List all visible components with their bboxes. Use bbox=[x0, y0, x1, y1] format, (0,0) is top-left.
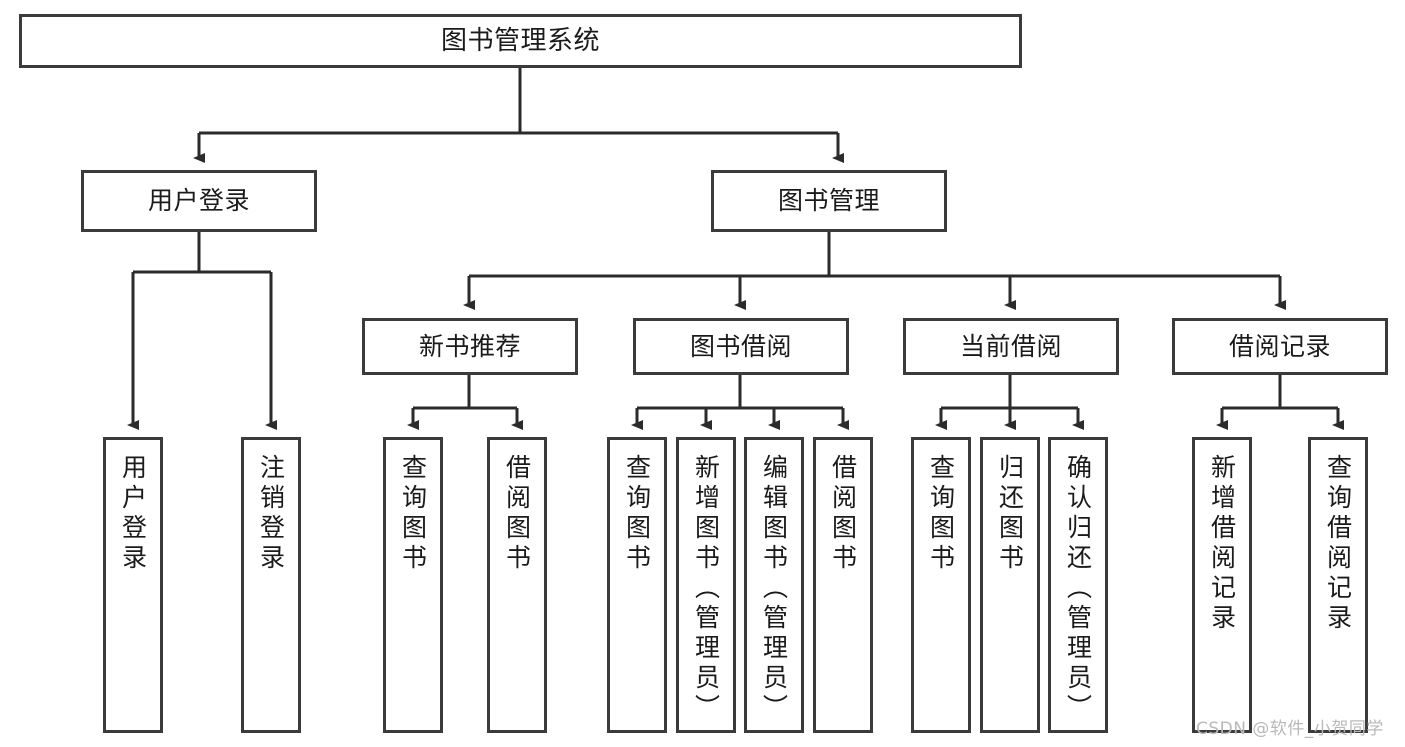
leaf-return-book[interactable]: 归还图书 bbox=[980, 437, 1040, 733]
leaf-borrow-book-borrowing[interactable]: 借阅图书 bbox=[813, 437, 873, 733]
node-label: 编辑图书（管理员） bbox=[759, 454, 789, 724]
node-label: 借阅图书 bbox=[502, 454, 532, 574]
leaf-query-borrow-record[interactable]: 查询借阅记录 bbox=[1308, 437, 1368, 733]
node-label: 确认归还（管理员） bbox=[1063, 454, 1093, 724]
node-user-login[interactable]: 用户登录 bbox=[81, 170, 317, 232]
node-label: 图书管理 bbox=[777, 186, 880, 216]
node-current-borrowing[interactable]: 当前借阅 bbox=[903, 318, 1119, 375]
node-label: 新增借阅记录 bbox=[1207, 454, 1237, 634]
node-label: 用户登录 bbox=[147, 186, 250, 216]
node-label: 查询图书 bbox=[622, 454, 652, 574]
node-label: 图书借阅 bbox=[689, 331, 792, 361]
leaf-borrow-book-recommend[interactable]: 借阅图书 bbox=[487, 437, 547, 733]
leaf-query-book-recommend[interactable]: 查询图书 bbox=[383, 437, 443, 733]
leaf-add-borrow-record[interactable]: 新增借阅记录 bbox=[1192, 437, 1252, 733]
leaf-confirm-return-admin[interactable]: 确认归还（管理员） bbox=[1048, 437, 1108, 733]
watermark-text: CSDN @软件_小贺同学 bbox=[1196, 719, 1384, 739]
leaf-query-book-borrowing[interactable]: 查询图书 bbox=[607, 437, 667, 733]
node-book-borrowing[interactable]: 图书借阅 bbox=[633, 318, 849, 375]
node-label: 图书管理系统 bbox=[440, 25, 600, 56]
leaf-user-login[interactable]: 用户登录 bbox=[103, 437, 163, 733]
node-label: 归还图书 bbox=[995, 454, 1025, 574]
leaf-query-book-current[interactable]: 查询图书 bbox=[911, 437, 971, 733]
node-label: 借阅记录 bbox=[1228, 331, 1331, 361]
node-label: 借阅图书 bbox=[828, 454, 858, 574]
leaf-add-book-admin[interactable]: 新增图书（管理员） bbox=[676, 437, 736, 733]
node-label: 注销登录 bbox=[256, 454, 286, 574]
leaf-logout[interactable]: 注销登录 bbox=[241, 437, 301, 733]
node-label: 查询借阅记录 bbox=[1323, 454, 1353, 634]
node-book-management[interactable]: 图书管理 bbox=[711, 170, 947, 232]
node-root-system[interactable]: 图书管理系统 bbox=[19, 14, 1022, 68]
node-label: 查询图书 bbox=[926, 454, 956, 574]
node-label: 当前借阅 bbox=[959, 331, 1062, 361]
node-label: 新增图书（管理员） bbox=[691, 454, 721, 724]
node-new-book-recommendation[interactable]: 新书推荐 bbox=[362, 318, 578, 375]
node-label: 查询图书 bbox=[398, 454, 428, 574]
leaf-edit-book-admin[interactable]: 编辑图书（管理员） bbox=[744, 437, 804, 733]
node-label: 用户登录 bbox=[118, 454, 148, 574]
node-label: 新书推荐 bbox=[418, 331, 521, 361]
node-borrowing-records[interactable]: 借阅记录 bbox=[1172, 318, 1388, 375]
